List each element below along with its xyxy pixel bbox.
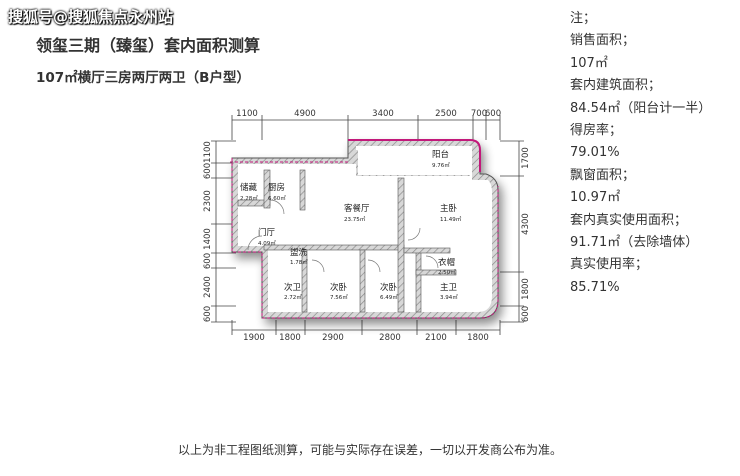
room-bedroom2-area: 7.56㎡ [330,293,348,301]
dim-right-1: 4300 [521,213,531,235]
dim-left-5: 2400 [203,276,213,298]
dim-top-4: 700 [471,109,487,119]
room-bedroom3-name: 次卧 [380,282,398,293]
dim-top-1: 4900 [294,109,316,119]
room-kitchen-name: 厨房 [268,182,285,193]
balcony-floor [358,147,470,175]
sales-area-label: 销售面积； [570,33,636,49]
room-foyer-name: 门厅 [258,227,276,238]
usable-area-label: 套内真实使用面积； [570,212,688,228]
notes-heading: 注； [570,11,597,26]
room-bedroom3-area: 6.49㎡ [380,293,398,301]
room-master-bath-name: 主卫 [440,282,458,293]
dimension-lines [211,115,524,335]
dim-left-1: 600 [203,163,213,179]
efficiency-value: 79.01% [570,145,620,161]
bay-window-label: 飘窗面积； [570,167,636,183]
dim-top-5: 600 [485,109,501,119]
room-bedroom2-name: 次卧 [330,282,348,293]
room-labels: 阳台 9.76㎡ 储藏 2.28㎡ 厨房 6.60㎡ 客餐厅 23.75㎡ 主卧… [240,149,462,301]
dim-bottom-5: 1800 [467,333,489,343]
bay-window-value: 10.97㎡ [570,190,621,206]
dim-left-0: 1100 [203,141,213,163]
dim-left-6: 600 [203,306,213,322]
room-living-area: 23.75㎡ [344,215,366,223]
room-foyer-area: 4.09㎡ [258,239,276,247]
room-living-name: 客餐厅 [344,203,370,214]
room-storage-area: 2.28㎡ [240,194,258,202]
unit-type-subtitle: 107㎡横厅三房两厅两卫（B户型） [36,70,250,86]
room-master-bath-area: 3.94㎡ [440,293,458,301]
dim-left-3: 1400 [203,228,213,250]
watermark: 搜狐号@搜狐焦点永州站 [8,8,174,26]
room-wash-name: 盥洗 [290,247,308,258]
page-title: 领玺三期（臻玺）套内面积测算 [36,36,261,55]
dim-bottom-2: 2900 [322,333,344,343]
dim-left-2: 2300 [203,190,213,212]
room-bath2-name: 次卫 [284,282,302,293]
sales-outline [348,139,481,172]
dim-top-3: 2500 [435,109,457,119]
dim-top-2: 3400 [372,109,394,119]
dim-top-0: 1100 [236,109,258,119]
usage-rate-label: 真实使用率； [570,257,649,273]
room-balcony-name: 阳台 [432,149,449,160]
inner-area-value: 84.54㎡（阳台计一半） [570,100,712,116]
interior-walls [237,169,457,313]
notes-panel: 注； 销售面积； 107㎡ 套内建筑面积； 84.54㎡（阳台计一半） 得房率；… [570,8,735,299]
usable-area-value: 91.71㎡（去除墙体） [570,235,699,251]
door-swings [247,199,439,273]
room-bath2-area: 2.72㎡ [284,293,302,301]
dim-bottom-0: 1900 [243,333,265,343]
disclaimer: 以上为非工程图纸测算，可能与实际存在误差，一切以开发商公布为准。 [177,443,562,457]
dim-bottom-4: 2100 [425,333,447,343]
dim-bottom-3: 2800 [379,333,401,343]
room-storage-name: 储藏 [240,182,258,193]
dim-left-4: 600 [203,253,213,269]
inner-outline [230,158,499,319]
room-closet-area: 2.50㎡ [438,268,456,276]
efficiency-label: 得房率； [570,123,623,139]
room-balcony-area: 9.76㎡ [432,161,450,169]
dim-right-2: 1800 [521,278,531,300]
room-master-area: 11.49㎡ [440,215,462,223]
dim-right-0: 1700 [521,147,531,169]
dim-right-3: 600 [521,306,531,322]
dim-bottom-1: 1800 [279,333,301,343]
room-wash-area: 1.78㎡ [290,258,308,266]
room-kitchen-area: 6.60㎡ [268,194,286,202]
sales-area-value: 107㎡ [570,55,608,71]
dimension-labels: 1100 4900 3400 2500 700 600 1900 1800 29… [203,109,531,343]
room-master-name: 主卧 [440,203,458,214]
inner-area-label: 套内建筑面积； [570,78,662,94]
usage-rate-value: 85.71% [570,279,620,295]
room-closet-name: 衣帽 [438,257,455,268]
